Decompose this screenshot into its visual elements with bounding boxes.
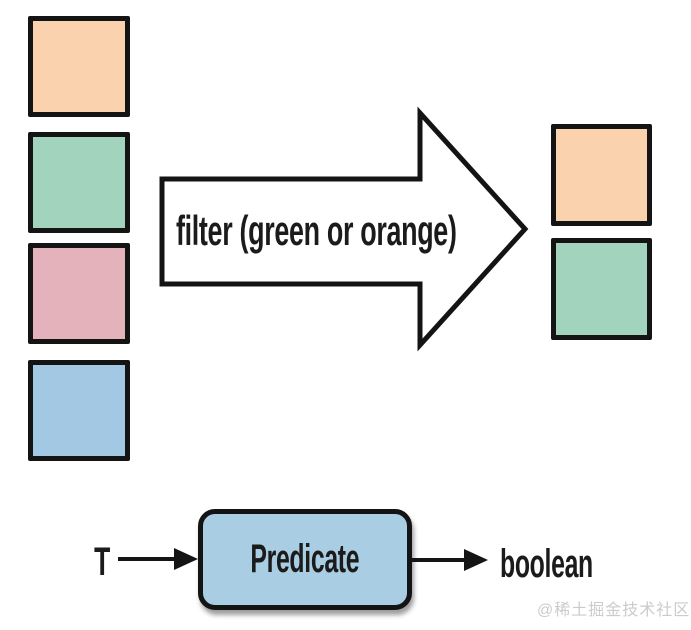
output-square-orange [551,124,652,226]
output-square-green [551,238,652,340]
filter-arrow-shape [159,106,529,352]
filter-arrow-label: filter (green or orange) [176,207,457,254]
input-square-green [28,132,130,233]
block-arrow-right-icon [159,106,529,352]
input-square-orange [28,16,130,117]
predicate-box-label: Predicate [250,537,360,581]
input-square-pink [28,243,130,344]
predicate-input-type-label: T [94,540,110,584]
input-square-blue [28,360,130,461]
arrow-right-icon [412,549,488,571]
predicate-output-type-label: boolean [500,542,593,586]
arrow-right-icon [118,548,198,570]
predicate-box: Predicate [198,509,412,610]
watermark-text: @稀土掘金技术社区 [537,602,691,619]
